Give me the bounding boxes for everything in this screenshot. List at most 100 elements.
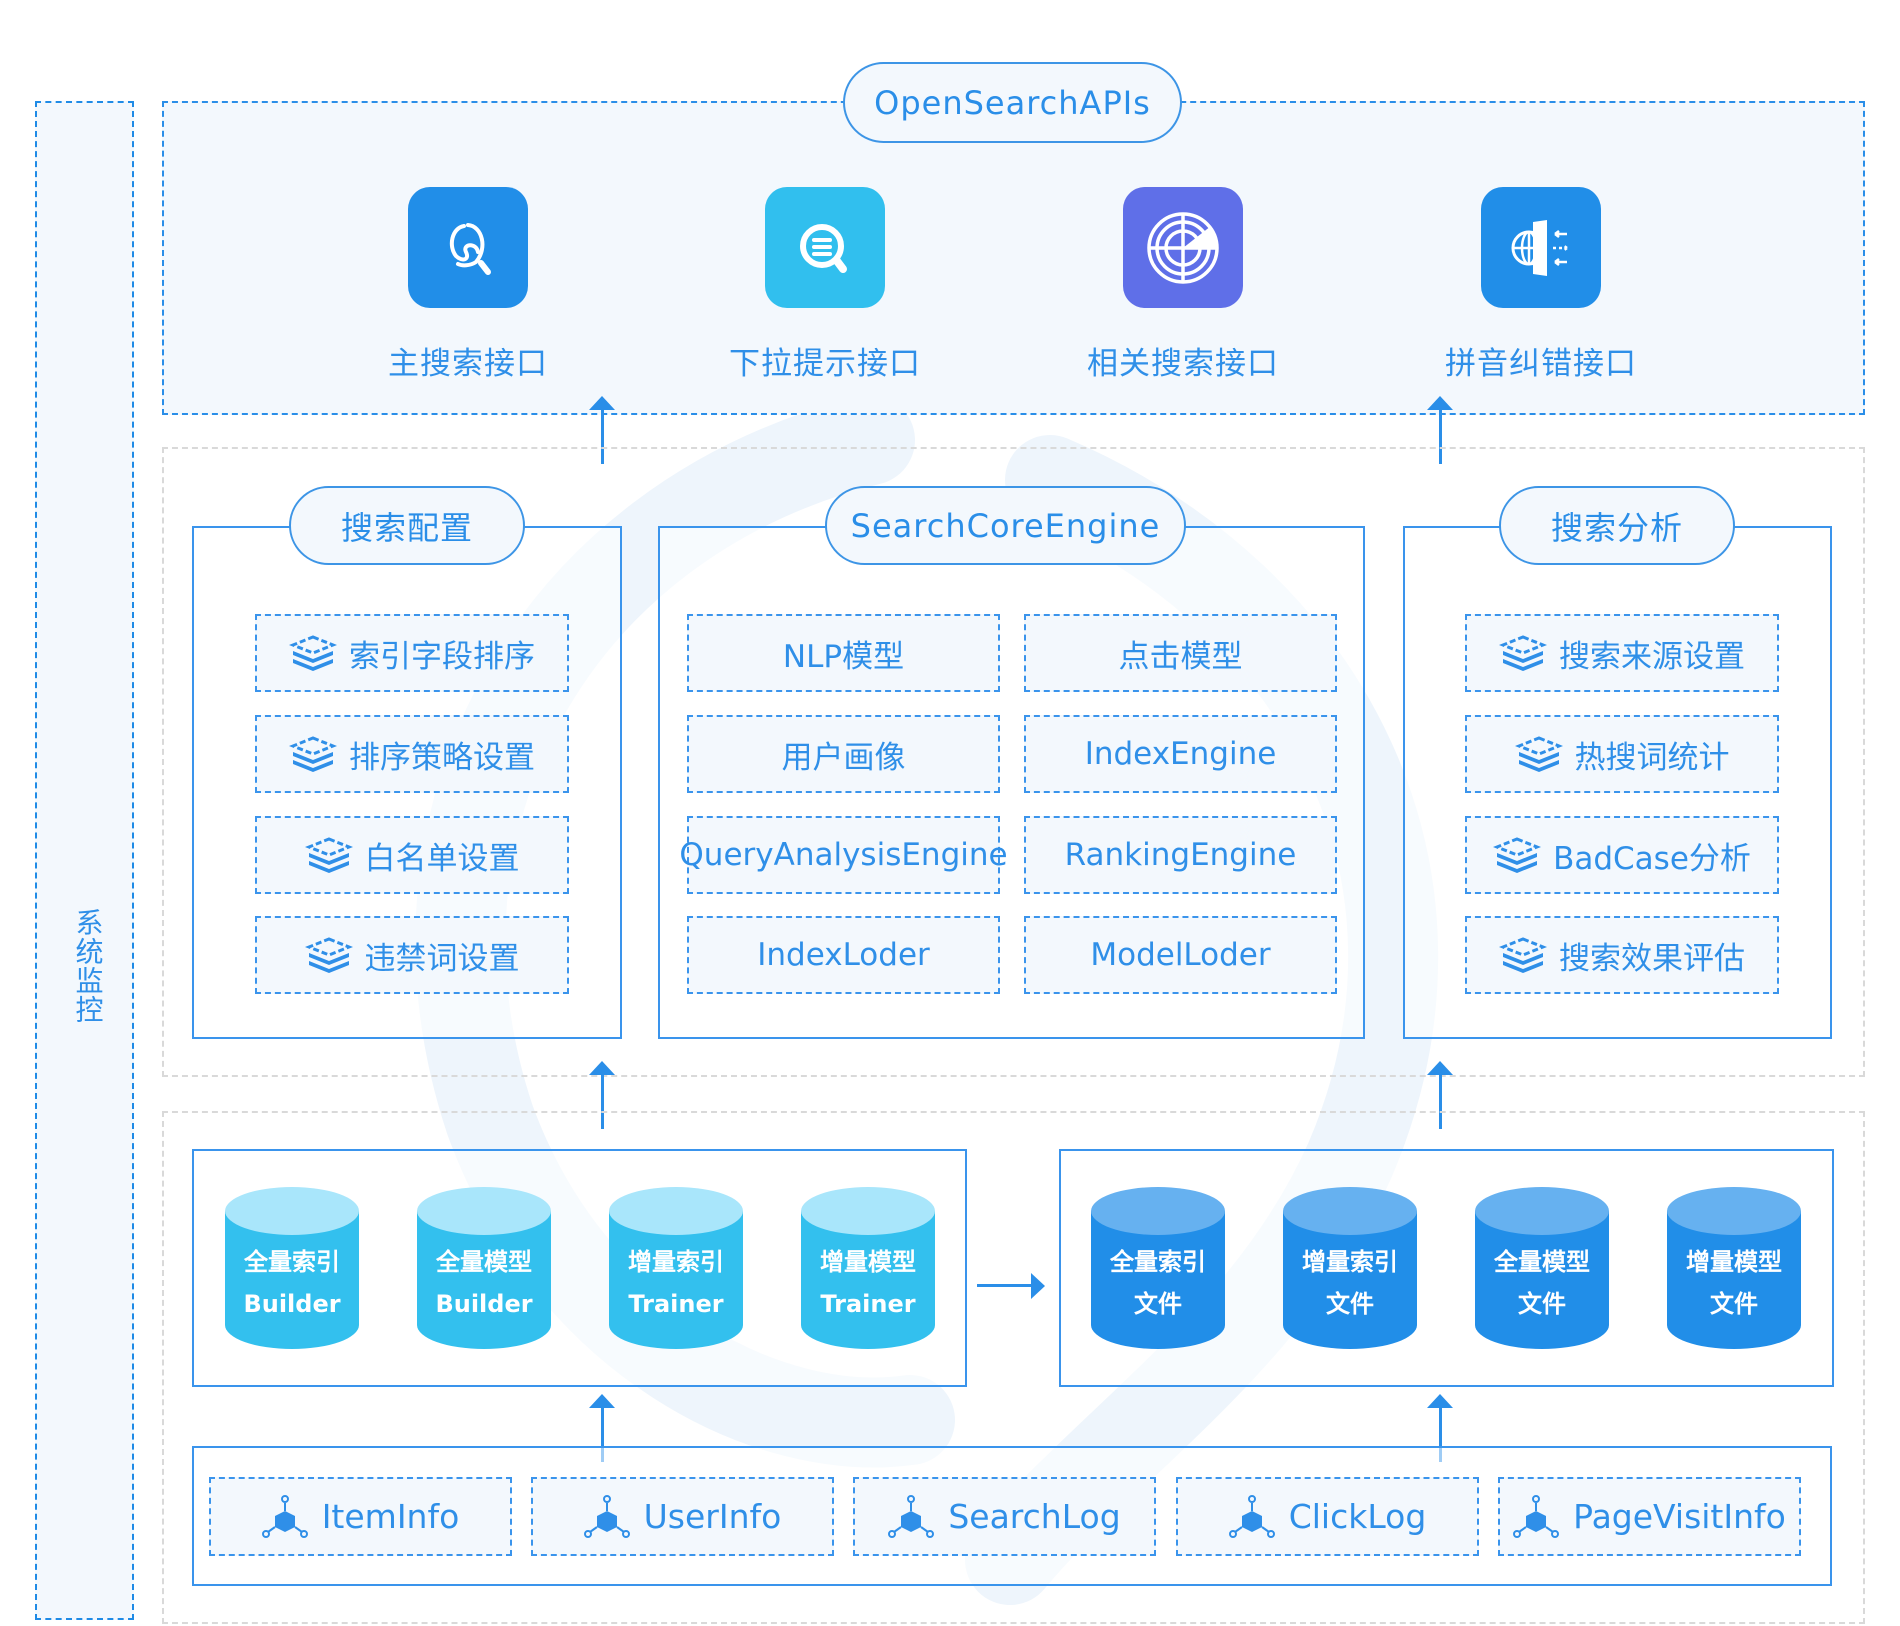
file-cylinder[interactable]: 增量模型文件 bbox=[1667, 1187, 1801, 1349]
core-engine-item[interactable]: ModelLoder bbox=[1024, 916, 1337, 994]
core-engine-item-label: IndexLoder bbox=[757, 937, 930, 973]
search-list-icon[interactable] bbox=[765, 187, 885, 308]
cylinder-shape bbox=[1475, 1187, 1609, 1349]
file-cylinder-line2: 文件 bbox=[1710, 1290, 1758, 1318]
config-item-label: 白名单设置 bbox=[364, 840, 520, 877]
core-engine-item[interactable]: QueryAnalysisEngine bbox=[679, 816, 1008, 894]
core-engine-item-label: IndexEngine bbox=[1084, 736, 1277, 772]
core-engine-item[interactable]: 用户画像 bbox=[687, 715, 1000, 793]
file-cylinder[interactable]: 全量索引文件 bbox=[1091, 1187, 1225, 1349]
arrow-line bbox=[1439, 1073, 1442, 1129]
api-label-dropdown-suggest: 下拉提示接口 bbox=[729, 346, 921, 382]
builder-cylinder-line2: Builder bbox=[243, 1290, 341, 1318]
file-cylinder[interactable]: 全量模型文件 bbox=[1475, 1187, 1609, 1349]
cylinder-shape bbox=[801, 1187, 935, 1349]
globe-translate-icon[interactable] bbox=[1481, 187, 1601, 308]
data-layer-section bbox=[162, 1111, 1865, 1624]
file-cylinder-line1: 增量模型 bbox=[1686, 1248, 1782, 1276]
analysis-item[interactable]: BadCase分析 bbox=[1465, 816, 1779, 894]
builder-cylinder-line1: 增量模型 bbox=[820, 1248, 916, 1276]
config-item[interactable]: 索引字段排序 bbox=[255, 614, 569, 692]
file-cylinder-line2: 文件 bbox=[1326, 1290, 1374, 1318]
core-engine-item[interactable]: NLP模型 bbox=[687, 614, 1000, 692]
analysis-item-label: 热搜词统计 bbox=[1574, 739, 1730, 776]
config-item[interactable]: 排序策略设置 bbox=[255, 715, 569, 793]
search-config-title: 搜索配置 bbox=[289, 486, 525, 565]
config-item-label: 违禁词设置 bbox=[364, 940, 520, 977]
layers-icon bbox=[304, 935, 353, 975]
analysis-item[interactable]: 热搜词统计 bbox=[1465, 715, 1779, 793]
builder-cylinder-line2: Trainer bbox=[820, 1290, 916, 1318]
data-source-item[interactable]: UserInfo bbox=[531, 1477, 834, 1556]
file-cylinder-line1: 全量索引 bbox=[1110, 1248, 1206, 1276]
arrow-line bbox=[977, 1284, 1033, 1287]
arrow-line bbox=[1439, 408, 1442, 464]
arrow-up-icon bbox=[1427, 1394, 1453, 1408]
analysis-item[interactable]: 搜索来源设置 bbox=[1465, 614, 1779, 692]
cylinder-shape bbox=[417, 1187, 551, 1349]
arrow-line bbox=[1439, 1406, 1442, 1462]
builder-cylinder[interactable]: 全量模型 Builder bbox=[417, 1187, 551, 1349]
config-item-label: 排序策略设置 bbox=[349, 739, 535, 776]
analysis-item[interactable]: 搜索效果评估 bbox=[1465, 916, 1779, 994]
data-source-label: UserInfo bbox=[643, 1497, 782, 1536]
layers-icon bbox=[289, 734, 337, 774]
core-engine-item-label: RankingEngine bbox=[1064, 837, 1297, 873]
radar-icon[interactable] bbox=[1123, 187, 1243, 308]
builder-cylinder[interactable]: 增量模型 Trainer bbox=[801, 1187, 935, 1349]
core-engine-item[interactable]: 点击模型 bbox=[1024, 614, 1337, 692]
data-node-icon bbox=[1228, 1494, 1275, 1539]
core-engine-item-label: 点击模型 bbox=[1118, 638, 1243, 675]
search-swirl-icon[interactable] bbox=[408, 187, 528, 308]
data-source-label: ClickLog bbox=[1288, 1497, 1427, 1536]
data-node-icon bbox=[888, 1494, 935, 1539]
core-engine-item[interactable]: IndexEngine bbox=[1024, 715, 1337, 793]
layers-icon bbox=[1499, 935, 1547, 975]
config-item[interactable]: 白名单设置 bbox=[255, 816, 569, 894]
cylinder-shape bbox=[225, 1187, 359, 1349]
arrow-line bbox=[601, 1073, 604, 1129]
core-engine-item-label: 用户画像 bbox=[781, 739, 906, 776]
arrow-line bbox=[601, 408, 604, 464]
data-source-label: ItemInfo bbox=[321, 1497, 460, 1536]
file-cylinder[interactable]: 增量索引文件 bbox=[1283, 1187, 1417, 1349]
core-engine-item-label: ModelLoder bbox=[1090, 937, 1271, 973]
builder-cylinder-line1: 增量索引 bbox=[628, 1248, 724, 1276]
config-item-label: 索引字段排序 bbox=[349, 638, 535, 675]
search-core-engine-title: SearchCoreEngine bbox=[825, 486, 1186, 565]
core-engine-item[interactable]: RankingEngine bbox=[1024, 816, 1337, 894]
file-cylinder-line2: 文件 bbox=[1518, 1290, 1566, 1318]
search-analysis-title: 搜索分析 bbox=[1499, 486, 1735, 565]
builder-cylinder-line1: 全量模型 bbox=[436, 1248, 532, 1276]
data-node-icon bbox=[261, 1494, 308, 1539]
arrow-up-icon bbox=[1427, 1061, 1453, 1075]
arrow-up-icon bbox=[589, 396, 615, 410]
layers-icon bbox=[1499, 633, 1547, 673]
cylinder-shape bbox=[1667, 1187, 1801, 1349]
search-service-section bbox=[162, 447, 1865, 1077]
builder-cylinder-line2: Builder bbox=[435, 1290, 533, 1318]
arrow-up-icon bbox=[589, 1394, 615, 1408]
data-source-item[interactable]: ItemInfo bbox=[209, 1477, 512, 1556]
arrow-up-icon bbox=[589, 1061, 615, 1075]
core-engine-item-label: NLP模型 bbox=[782, 638, 905, 675]
cylinder-shape bbox=[1091, 1187, 1225, 1349]
system-monitor-label: 系统监控 bbox=[71, 908, 105, 1024]
config-item[interactable]: 违禁词设置 bbox=[255, 916, 569, 994]
data-node-icon bbox=[1513, 1494, 1560, 1539]
file-cylinder-line1: 全量模型 bbox=[1494, 1248, 1590, 1276]
layers-icon bbox=[1514, 734, 1563, 774]
analysis-item-label: 搜索来源设置 bbox=[1559, 638, 1745, 675]
data-node-icon bbox=[583, 1494, 630, 1539]
opensearch-apis-title: OpenSearchAPIs bbox=[843, 62, 1182, 143]
data-source-item[interactable]: SearchLog bbox=[853, 1477, 1156, 1556]
cylinder-shape bbox=[1283, 1187, 1417, 1349]
api-label-main-search: 主搜索接口 bbox=[388, 346, 548, 382]
data-source-item[interactable]: PageVisitInfo bbox=[1498, 1477, 1801, 1556]
arrow-line bbox=[601, 1406, 604, 1462]
data-source-item[interactable]: ClickLog bbox=[1176, 1477, 1479, 1556]
analysis-item-label: BadCase分析 bbox=[1553, 840, 1751, 877]
core-engine-item[interactable]: IndexLoder bbox=[687, 916, 1000, 994]
